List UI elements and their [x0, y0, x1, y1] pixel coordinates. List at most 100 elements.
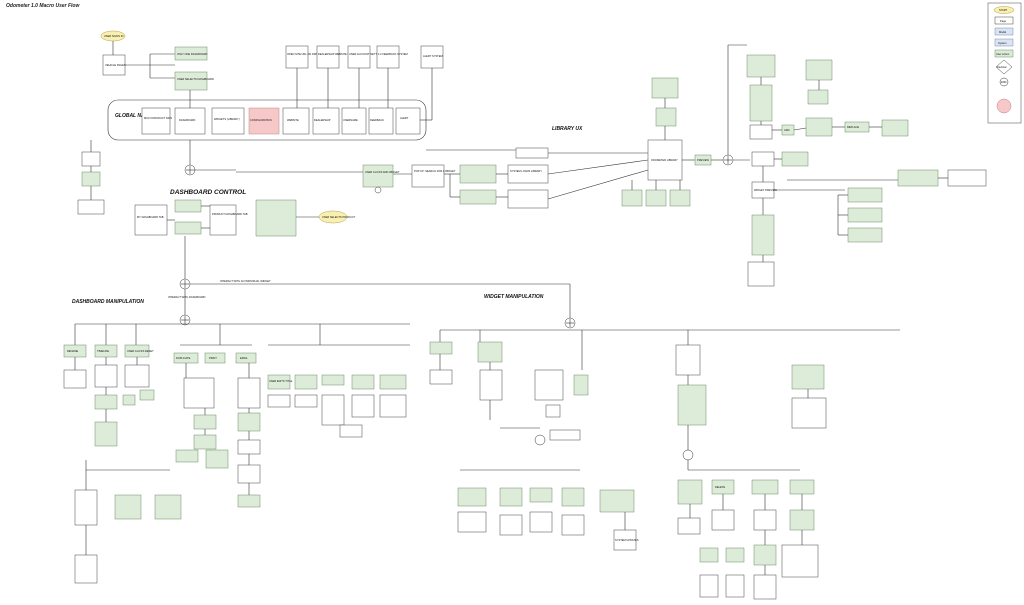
- dash-reset-popup: [124, 364, 150, 388]
- widget-original: [534, 369, 564, 401]
- widget-system-updates-label: SYSTEM UPDATES: [615, 538, 639, 542]
- dash-print: [204, 352, 226, 364]
- legend-start-label: START: [999, 8, 1008, 12]
- widget-edit-popup: [753, 509, 777, 531]
- dash-email-system: [237, 439, 261, 455]
- nav-feedback[interactable]: [368, 107, 394, 135]
- product-note: [255, 199, 297, 237]
- dash-rename-label: RENAME: [67, 349, 78, 353]
- dashboard-preview: [749, 124, 773, 140]
- dash-system-resets: [114, 494, 142, 520]
- only-one-dashboard-label: ONLY ONE DASHBOARD: [177, 52, 207, 56]
- user-selects-my-dashboard: [174, 199, 202, 213]
- nav-dashboard-label: DASHBOARD: [179, 118, 196, 122]
- nav-multi-product-label: MULTI-PRODUCT KIDS: [144, 116, 172, 120]
- dash-system-copy: [193, 434, 217, 450]
- widget-settings-detail: [677, 384, 707, 426]
- widget-edit-title: [499, 487, 523, 507]
- dash-click-drag: [351, 374, 375, 390]
- popup-widget-search-label: POP UP: SEARCH FOR A WIDGET: [414, 169, 456, 173]
- widget-user-clicks-filter: [599, 489, 635, 513]
- user-selects-dashboard: [174, 71, 208, 91]
- feedback-system-label: 1:2 FEEDBACK SYSTEM: [378, 52, 408, 56]
- nav-widgets-label: WIDGETS (LIBRARY): [214, 117, 240, 121]
- widget-system-close: [561, 514, 585, 536]
- legend-start: [993, 6, 1015, 14]
- dash-reset-label: USER CLICKS RESET: [127, 349, 154, 353]
- nav-dashboard[interactable]: [174, 107, 206, 135]
- widget-close: [561, 487, 585, 507]
- legend-page-label: Page: [1000, 19, 1007, 23]
- popup-widget-search: [411, 164, 445, 188]
- nav-configuration[interactable]: [248, 107, 280, 135]
- nav-username[interactable]: [341, 107, 367, 135]
- dash-system-resets-2: [154, 494, 182, 520]
- nav-username-label: USERNAME: [343, 118, 358, 122]
- widget-custom-time-popup: [791, 397, 827, 429]
- dash-user-names: [193, 414, 217, 430]
- system-loads-library-nav: [515, 147, 549, 159]
- dash-system-saves-time: [74, 554, 98, 584]
- odometer-library: [647, 139, 683, 181]
- replace-label: REPLACE: [847, 125, 859, 129]
- nav-website[interactable]: [282, 107, 310, 135]
- dash-system-title: [267, 394, 291, 408]
- widget-minimize: [529, 487, 553, 503]
- widget-system-minimize: [529, 511, 553, 533]
- dash-reset-cancel: [139, 389, 155, 401]
- dash-download: [175, 449, 199, 463]
- alert-system-label: ALERT SYSTEM: [423, 54, 443, 58]
- nav-multi-product[interactable]: [141, 107, 171, 135]
- system-loads-replaced: [881, 119, 909, 137]
- user-filters: [669, 189, 691, 207]
- nav-dealership[interactable]: [312, 107, 340, 135]
- user-selects-product-tab: [174, 221, 202, 235]
- dealership-settings-page: [316, 45, 340, 69]
- my-dashboard-tab-label: MY DASHBOARD TAB: [137, 215, 164, 219]
- legend-end: [999, 77, 1009, 87]
- legend-user-action-label: User Action: [996, 52, 1010, 56]
- dash-duplicate-popup: [183, 377, 215, 409]
- global-nav-heading: GLOBAL NAV: [115, 113, 148, 119]
- widget-drag-place: [457, 487, 487, 507]
- widget-manipulation-heading: WIDGET MANIPULATION: [484, 294, 544, 300]
- dash-date-range: [94, 364, 118, 388]
- user-clicks-browse: [459, 189, 497, 205]
- vehicle-product: [81, 151, 101, 167]
- library-ux-heading: LIBRARY UX: [552, 126, 583, 132]
- feedback-system-page: [376, 45, 400, 69]
- user-checks: [621, 189, 643, 207]
- nav-widgets[interactable]: [211, 107, 245, 135]
- system-loads-library-label: SYSTEM LOADS LIBRARY: [510, 169, 542, 173]
- website-url-label: OPEN SITE URL ON DMS FROM BUNDLE: [287, 52, 338, 56]
- legend-system: [994, 38, 1014, 47]
- dash-system-drag: [351, 394, 375, 418]
- product-dashboard-tab[interactable]: [209, 204, 237, 236]
- dealership-settings-label: DEALERSHIP WEBSITE SETTINGS: [318, 52, 361, 56]
- system-takes-user: [947, 169, 987, 187]
- dash-reset-confirm: [122, 394, 136, 406]
- system-loads-filtered: [507, 189, 549, 209]
- widget-system-loads-library: [781, 544, 819, 578]
- nav-feedback-label: FEEDBACK: [370, 118, 384, 122]
- nav-alert[interactable]: [395, 107, 421, 135]
- user-edits-details: [847, 227, 883, 243]
- widget-replace: [789, 479, 815, 495]
- legend-modal: [994, 27, 1014, 36]
- widget-preview-top: [751, 151, 775, 167]
- system-loads-library: [507, 164, 549, 184]
- user-preview-modal: [749, 84, 773, 122]
- dash-email-label: EMAIL: [240, 356, 248, 360]
- dash-system-type: [294, 394, 318, 408]
- user-changes-details: [847, 207, 883, 223]
- add-label: ADD: [784, 128, 790, 132]
- legend-decision-label: Decision: [997, 65, 1008, 69]
- widget-system-drag: [457, 511, 487, 533]
- dash-popup-custom: [74, 489, 98, 526]
- widget-system-saves: [753, 574, 777, 600]
- widget-library-note: [747, 261, 775, 287]
- nav-website-label: WEBSITE: [287, 118, 299, 122]
- my-dashboard-tab[interactable]: [134, 204, 168, 236]
- dash-system-saves: [339, 424, 363, 438]
